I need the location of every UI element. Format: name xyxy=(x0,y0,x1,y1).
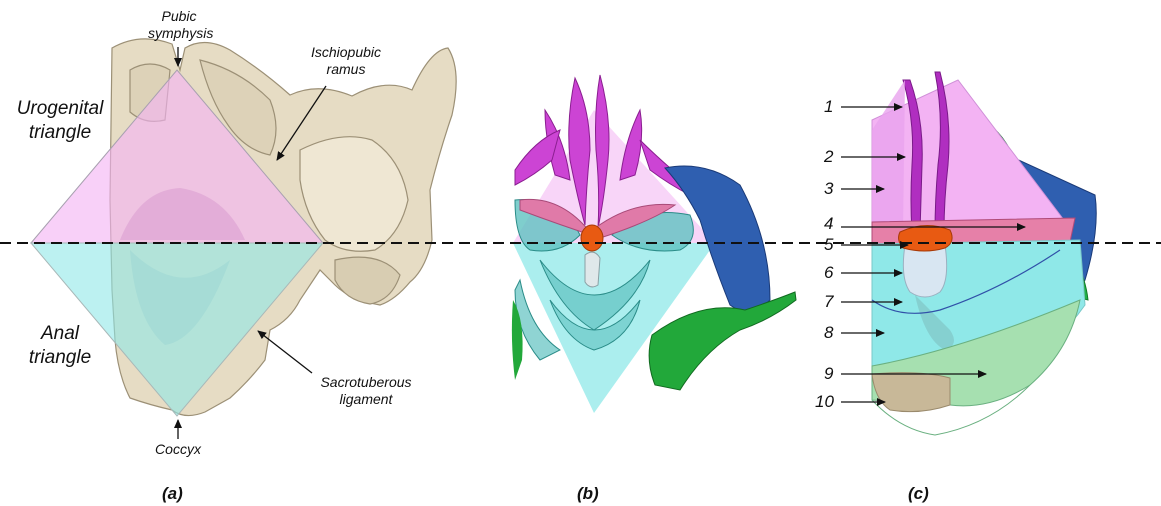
label-pubic-symphysis: Pubic symphysis xyxy=(148,8,214,42)
label-pubic-symphysis-line1: Pubic xyxy=(161,8,197,24)
label-ischiopubic-ramus: Ischiopubic ramus xyxy=(306,44,386,78)
label-coccyx: Coccyx xyxy=(155,441,201,457)
c-anal-canal xyxy=(902,244,948,298)
number-2: 2 xyxy=(824,147,834,166)
label-anal-triangle: Anal triangle xyxy=(12,322,108,370)
number-9: 9 xyxy=(824,364,834,383)
caption-c: (c) xyxy=(908,484,929,503)
c-magenta-sheet xyxy=(872,80,905,232)
c-bottom-outline xyxy=(871,384,1031,436)
number-8: 8 xyxy=(824,323,834,342)
inner-structure-2 xyxy=(130,250,230,345)
c-perineal-body xyxy=(898,225,953,252)
b-green-muscle xyxy=(648,291,797,391)
label-anal-line1: Anal xyxy=(40,323,80,344)
c-nerve-curve xyxy=(871,249,1061,314)
label-urogenital-triangle: Urogenital triangle xyxy=(4,97,116,145)
label-ischiopubic-ramus-line2: ramus xyxy=(326,61,366,77)
number-4: 4 xyxy=(824,214,834,233)
b-anal-canal xyxy=(584,251,601,288)
panel-b xyxy=(511,74,797,413)
caption-b: (b) xyxy=(577,484,599,503)
label-urogenital-line2: triangle xyxy=(28,122,92,143)
number-5: 5 xyxy=(824,235,834,254)
label-ischiopubic-ramus-line1: Ischiopubic xyxy=(310,44,382,60)
arrow-ischiopubic-ramus xyxy=(276,85,327,161)
number-1: 1 xyxy=(824,97,834,116)
number-10: 10 xyxy=(815,392,834,411)
label-anal-line2: triangle xyxy=(28,347,92,368)
inner-structure xyxy=(120,188,245,240)
b-transverse-perineal xyxy=(519,198,677,239)
label-pubic-symphysis-line2: symphysis xyxy=(148,25,214,41)
number-7: 7 xyxy=(824,292,834,311)
label-sacrotuberous-ligament: Sacrotuberous ligament xyxy=(312,374,420,408)
label-sacrotuberous-line1: Sacrotuberous xyxy=(320,374,412,390)
number-3: 3 xyxy=(824,179,834,198)
label-urogenital-line1: Urogenital xyxy=(16,98,104,119)
b-teal-layers xyxy=(514,198,694,361)
caption-a: (a) xyxy=(162,484,183,503)
b-perineal-body xyxy=(580,224,604,252)
c-coccyx-area xyxy=(871,372,951,413)
number-6: 6 xyxy=(824,263,834,282)
panel-a xyxy=(29,38,457,439)
panel-c xyxy=(841,71,1097,436)
arrow-sacrotuberous-ligament xyxy=(257,330,313,374)
label-sacrotuberous-line2: ligament xyxy=(339,391,393,407)
b-green-left xyxy=(511,300,523,380)
c-shadow xyxy=(915,295,954,350)
